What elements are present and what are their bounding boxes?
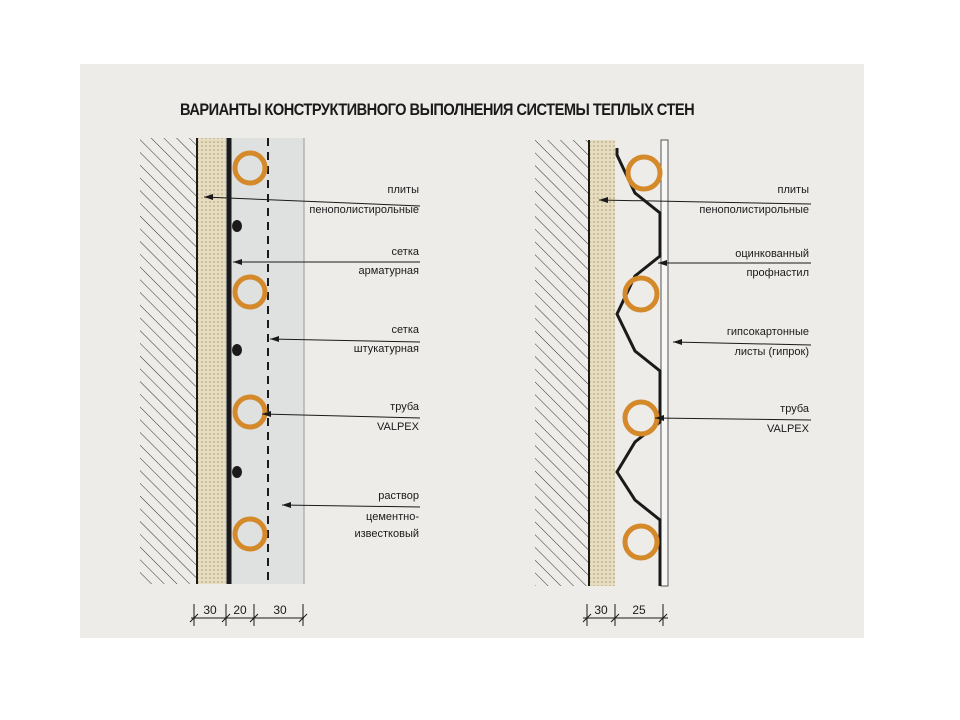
leader-profiled-sheet: [658, 260, 811, 266]
pipe-section: [625, 154, 663, 192]
label-profiled-sheet-line1: оцинкованный: [735, 248, 809, 260]
dimension-label: 30: [594, 603, 608, 617]
dimension-label: 30: [203, 603, 217, 617]
label-pipe-line2: VALPEX: [377, 421, 420, 433]
label-plaster-mesh-line2: штукатурная: [354, 343, 419, 355]
mesh-wire-dot: [232, 466, 242, 478]
leader-plaster-mesh: [269, 336, 421, 343]
label-insulation-line1: плиты: [388, 184, 420, 196]
pipe-section: [232, 150, 268, 186]
label-pipe-line1: труба: [780, 403, 810, 415]
label-mortar-line1: раствор: [378, 490, 419, 502]
page-title: ВАРИАНТЫ КОНСТРУКТИВНОГО ВЫПОЛНЕНИЯ СИСТ…: [180, 100, 695, 119]
label-insulation-line2: пенополистирольные: [699, 204, 809, 216]
insulation-layer: [198, 138, 226, 584]
mesh-wire-dot: [232, 220, 242, 232]
drywall-sheet: [660, 139, 669, 587]
leader-pipe: [261, 411, 421, 419]
masonry-wall: [140, 138, 197, 584]
left-dimension-line: [189, 604, 308, 626]
pipe-section: [232, 516, 268, 552]
leader-drywall: [672, 339, 812, 346]
label-insulation-line1: плиты: [778, 184, 810, 196]
right-variant: плиты пенополистирольные оцинкованный пр…: [535, 139, 812, 626]
corrugated-profiled-sheet: [615, 148, 662, 586]
label-reinforcing-mesh-line1: сетка: [392, 246, 420, 258]
label-reinforcing-mesh-line2: арматурная: [359, 265, 420, 277]
label-profiled-sheet-line2: профнастил: [746, 267, 809, 279]
label-mortar-line3: известковый: [354, 528, 419, 540]
label-drywall-line2: листы (гипрок): [734, 346, 809, 358]
pipe-section: [232, 394, 268, 430]
pipe-section: [622, 275, 660, 313]
left-variant: плиты пенополистирольные сетка арматурна…: [140, 138, 421, 626]
dimension-label: 30: [273, 603, 287, 617]
label-pipe-line1: труба: [390, 401, 420, 413]
mesh-wire-dot: [232, 344, 242, 356]
pipe-section: [232, 274, 268, 310]
plaster-layer: [226, 138, 304, 584]
label-insulation-line2: пенополистирольные: [309, 204, 419, 216]
label-mortar-line2: цементно-: [366, 511, 419, 523]
label-pipe-line2: VALPEX: [767, 423, 810, 435]
leader-insulation: [598, 197, 812, 205]
right-dimension-line: [582, 604, 668, 626]
insulation-layer: [590, 140, 615, 586]
leader-mortar: [281, 502, 421, 508]
dimension-label: 25: [632, 603, 646, 617]
leader-pipe: [654, 415, 812, 421]
dimension-label: 20: [233, 603, 247, 617]
leader-reinforcing-mesh: [233, 259, 420, 265]
label-drywall-line1: гипсокартонные: [727, 326, 809, 338]
label-plaster-mesh-line1: сетка: [392, 324, 420, 336]
pipe-section: [622, 523, 660, 561]
leader-insulation: [203, 194, 421, 207]
air-gap: [615, 140, 661, 586]
masonry-wall: [535, 140, 589, 586]
